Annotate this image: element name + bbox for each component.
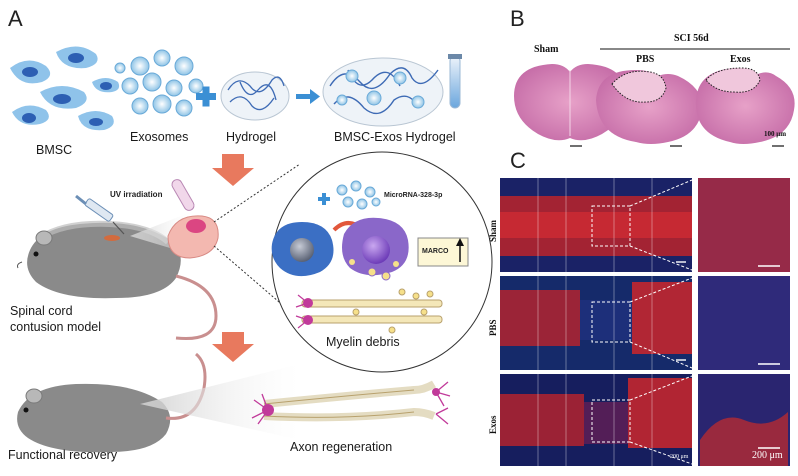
panel-letter-b: B — [510, 6, 525, 31]
label-group: SCI 56d — [674, 33, 709, 44]
he-section-pbs — [596, 70, 703, 144]
label-scale-c-small: 200 μm — [670, 454, 689, 460]
label-scale-c-big: 200 μm — [752, 450, 783, 461]
label-hydrogel: Hydrogel — [226, 130, 277, 144]
panel-letter-a: A — [8, 6, 23, 31]
mechanism-circle-icon — [271, 151, 493, 373]
label-model-line1: Spinal cord — [10, 304, 73, 318]
label-marco: MARCO — [422, 248, 449, 255]
label-model-line2: contusion model — [10, 320, 102, 334]
label-sham: Sham — [534, 44, 559, 55]
syringe-icon — [75, 194, 125, 235]
regenerated-axon-icon — [251, 380, 451, 425]
label-exos: Exos — [730, 54, 751, 65]
label-uv-irradiation: UV irradiation — [110, 190, 163, 199]
connector-line-top — [213, 163, 301, 223]
spinal-cord-section-icon — [167, 179, 219, 259]
label-myelin-debris: Myelin debris — [326, 335, 400, 349]
panel-letter-c: C — [510, 148, 526, 173]
test-tube-icon — [448, 54, 462, 109]
he-section-exos — [695, 67, 795, 144]
fluorescence-panels — [500, 178, 790, 466]
label-axon-regeneration: Axon regeneration — [290, 440, 393, 454]
exosomes-icon — [114, 49, 204, 117]
row-label-sham: Sham — [488, 219, 498, 242]
connector-line-bottom — [213, 245, 301, 321]
bmsc-exos-hydrogel-icon — [322, 57, 444, 127]
down-arrow-1-icon — [212, 154, 254, 186]
row-label-exos: Exos — [488, 415, 498, 434]
label-bmsc: BMSC — [36, 143, 73, 157]
label-bmsc-exos-hydrogel: BMSC-Exos Hydrogel — [334, 130, 456, 144]
label-scale-b: 100 μm — [764, 130, 787, 138]
he-section-sham — [514, 64, 626, 141]
hydrogel-dish-icon — [220, 71, 290, 121]
label-functional-recovery: Functional recovery — [8, 448, 118, 462]
label-exosomes: Exosomes — [130, 130, 189, 144]
label-pbs: PBS — [636, 54, 655, 65]
bmsc-cells-icon — [10, 46, 120, 131]
plus-icon — [196, 86, 216, 107]
arrow-right-icon — [296, 89, 320, 104]
mouse-recovered-icon — [17, 352, 207, 453]
down-arrow-2-icon — [212, 332, 254, 362]
label-mirna: MicroRNA-328-3p — [384, 192, 443, 199]
row-label-pbs: PBS — [488, 319, 498, 336]
